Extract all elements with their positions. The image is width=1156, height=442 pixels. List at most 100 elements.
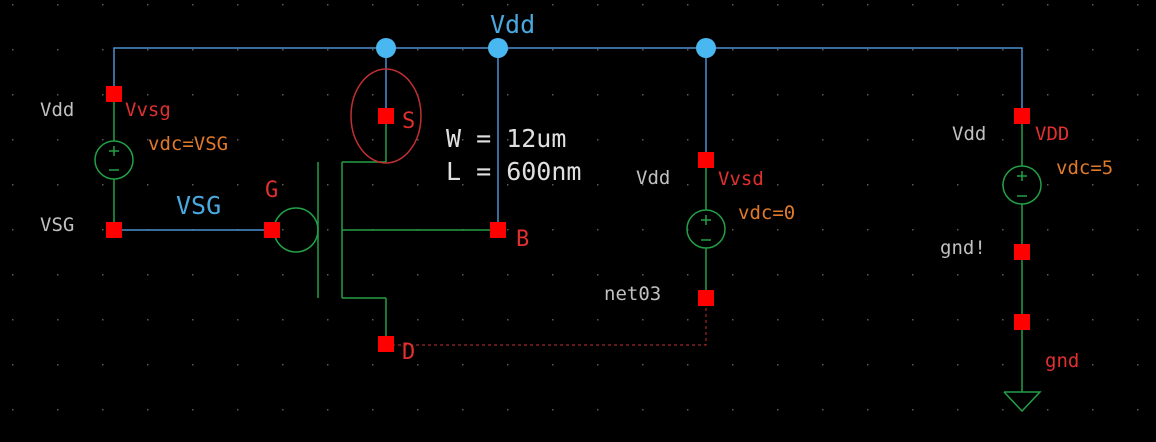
grid-dot	[372, 364, 374, 366]
gate-bubble-icon	[273, 207, 319, 253]
grid-dot	[912, 364, 914, 366]
grid-dot	[372, 274, 374, 276]
grid-dot	[642, 364, 644, 366]
grid-dot	[597, 139, 599, 141]
grid-dot	[57, 49, 59, 51]
grid-dot	[642, 4, 644, 6]
grid-dot	[102, 139, 104, 141]
grid-dot	[462, 409, 464, 411]
grid-dot	[957, 319, 959, 321]
grid-dot	[1047, 409, 1049, 411]
grid-dot	[507, 274, 509, 276]
grid-dot	[372, 49, 374, 51]
grid-dot	[552, 319, 554, 321]
grid-dot	[102, 4, 104, 6]
grid-dot	[777, 364, 779, 366]
grid-dot	[687, 364, 689, 366]
grid-dot	[777, 229, 779, 231]
grid-dot	[12, 4, 14, 6]
grid-dot	[327, 184, 329, 186]
grid-dot	[12, 184, 14, 186]
grid-dot	[912, 139, 914, 141]
vsg-source-symbol[interactable]	[94, 100, 134, 224]
grid-dot	[417, 319, 419, 321]
vvsg-param-label: vdc=VSG	[148, 133, 228, 155]
grid-dot	[282, 409, 284, 411]
vvsd-pin-top-label: Vdd	[636, 167, 670, 189]
pin-mos-b[interactable]	[490, 222, 506, 238]
mos-terminal-b: B	[516, 227, 529, 252]
grid-dot	[462, 184, 464, 186]
junction-dots	[376, 38, 716, 58]
grid-dot	[687, 184, 689, 186]
grid-dot	[327, 94, 329, 96]
grid-dot	[327, 274, 329, 276]
pin-vvsg-top[interactable]	[106, 86, 122, 102]
grid-dot	[642, 139, 644, 141]
grid-dot	[462, 139, 464, 141]
grid-dot	[1047, 49, 1049, 51]
grid-dot	[282, 364, 284, 366]
grid-dot	[1092, 319, 1094, 321]
grid-dot	[867, 4, 869, 6]
grid-dot	[552, 49, 554, 51]
pin-mos-g[interactable]	[264, 222, 280, 238]
grid-dot	[327, 319, 329, 321]
pin-mos-s[interactable]	[378, 108, 394, 124]
vdd-pin-bottom-label: gnd!	[940, 237, 986, 259]
mos-terminal-g: G	[265, 178, 278, 203]
grid-dot	[57, 274, 59, 276]
grid-dot	[597, 319, 599, 321]
grid-dot	[1092, 274, 1094, 276]
grid-dot	[1137, 319, 1139, 321]
source-highlight-ring	[350, 68, 422, 164]
pin-mos-d[interactable]	[378, 336, 394, 352]
grid-dot	[192, 409, 194, 411]
grid-dot	[732, 94, 734, 96]
pmos-transistor[interactable]	[273, 120, 492, 338]
mos-length-param: L = 600nm	[446, 157, 581, 186]
grid-dot	[552, 184, 554, 186]
grid-dot	[867, 364, 869, 366]
grid-dot	[147, 139, 149, 141]
grid-dot	[822, 94, 824, 96]
grid-dot	[192, 184, 194, 186]
vdd-param-label: vdc=5	[1056, 157, 1113, 179]
pin-vvsg-bottom[interactable]	[106, 222, 122, 238]
grid-dot	[687, 4, 689, 6]
grid-dot	[1137, 139, 1139, 141]
grid-dot	[507, 319, 509, 321]
vsd-source-symbol[interactable]	[686, 166, 726, 293]
grid-dot	[12, 409, 14, 411]
grid-dot	[12, 274, 14, 276]
grid-dot	[642, 184, 644, 186]
grid-dot	[237, 4, 239, 6]
grid-dot	[237, 49, 239, 51]
wire-drain-net03[interactable]	[392, 304, 707, 346]
grid-dot	[642, 409, 644, 411]
grid-dot	[102, 94, 104, 96]
grid-dot	[822, 139, 824, 141]
grid-dot	[597, 409, 599, 411]
grid-dot	[507, 229, 509, 231]
grid-dot	[867, 229, 869, 231]
grid-dot	[1047, 364, 1049, 366]
grid-dot	[147, 49, 149, 51]
pin-vdd-top[interactable]	[1014, 108, 1030, 124]
grid-dot	[1002, 229, 1004, 231]
pin-vvsd-bottom[interactable]	[698, 290, 714, 306]
grid-dot	[372, 409, 374, 411]
grid-dot	[1092, 409, 1094, 411]
wire-vdd-rail[interactable]	[113, 47, 1023, 110]
grid-dot	[462, 274, 464, 276]
grid-dot	[552, 4, 554, 6]
vdd-source-symbol[interactable]	[1002, 122, 1042, 413]
pin-gnd[interactable]	[1014, 314, 1030, 330]
grid-dot	[147, 4, 149, 6]
pin-vvsd-top[interactable]	[698, 152, 714, 168]
pin-vdd-bottom[interactable]	[1014, 244, 1030, 260]
grid-dot	[102, 364, 104, 366]
grid-dot	[1137, 94, 1139, 96]
grid-dot	[957, 184, 959, 186]
